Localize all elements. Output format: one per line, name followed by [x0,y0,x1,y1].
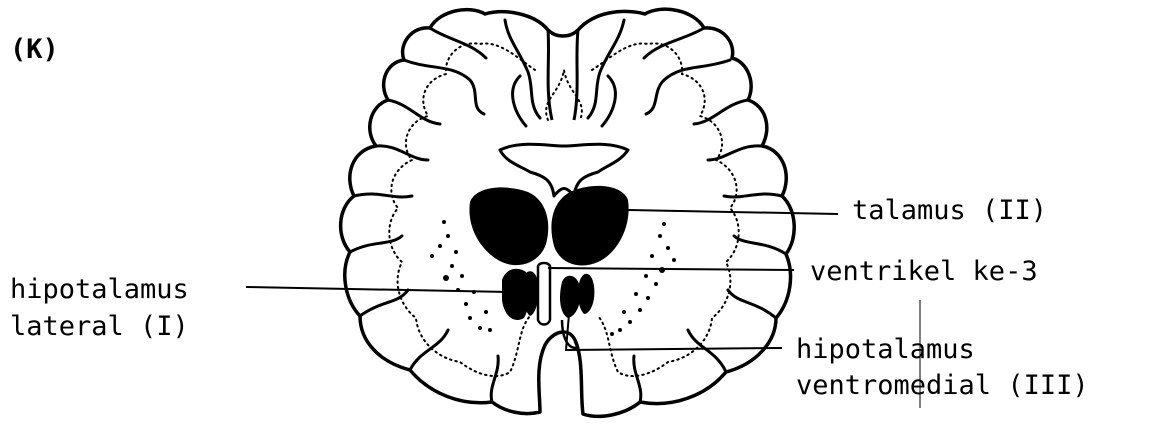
thalamus-right [551,186,628,266]
thalamus-left [469,187,548,265]
leader-lateral-hypothalamus [246,287,510,292]
figure-label: (K) [10,36,59,63]
leader-third-ventricle [548,268,794,270]
third-ventricle [538,263,550,325]
label-ventromedial-hypothalamus-line2: ventromedial (III) [796,372,1089,399]
label-ventromedial-hypothalamus-line1: hipotalamus [796,336,975,363]
label-thalamus: talamus (II) [852,197,1047,224]
label-lateral-hypothalamus-line2: lateral (I) [10,313,189,340]
hypothalamus-right-lateral [578,274,594,314]
leader-ventromedial-hypothalamus [566,302,782,350]
label-third-ventricle: ventrikel ke-3 [810,258,1038,285]
label-lateral-hypothalamus-line1: hipotalamus [10,276,189,303]
